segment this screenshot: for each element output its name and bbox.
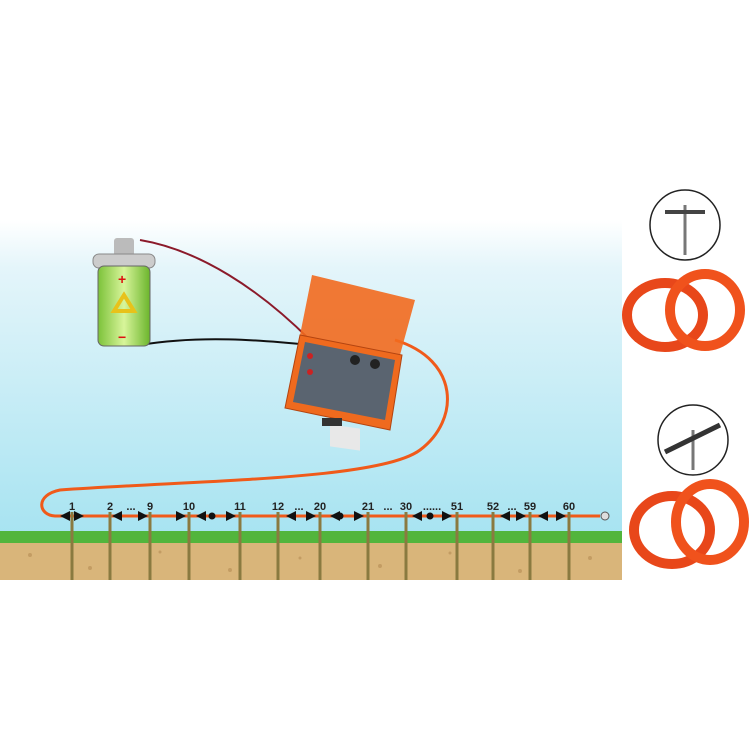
electrode-label: 30 xyxy=(400,501,412,513)
recycle-icon xyxy=(110,291,138,313)
electrode-label: 20 xyxy=(314,501,326,513)
cable-end-terminal xyxy=(600,511,610,521)
electrode-label: 51 xyxy=(451,501,463,513)
electrode-label: 2 xyxy=(107,501,113,513)
soil xyxy=(0,540,622,580)
resistivity-instrument xyxy=(284,275,415,451)
electrode-label: ... xyxy=(126,501,135,513)
electrode-label: 52 xyxy=(487,501,499,513)
electrode-label: 1 xyxy=(69,501,75,513)
electrode-label: 60 xyxy=(563,501,575,513)
black-wire xyxy=(139,338,311,346)
electrode-label: 12 xyxy=(272,501,284,513)
electrode-label: ... xyxy=(507,501,516,513)
battery-negative: − xyxy=(118,329,126,345)
cable-reel-top xyxy=(622,189,745,352)
main-cable xyxy=(40,338,600,518)
electrode-label: ...... xyxy=(423,501,441,513)
electrode-label: 21 xyxy=(362,501,374,513)
electrode-cable-connectors xyxy=(60,511,566,521)
soil-speckles xyxy=(28,550,592,573)
red-wire xyxy=(139,239,311,341)
electrode-label: 59 xyxy=(524,501,536,513)
electrode-stakes xyxy=(70,512,571,580)
battery-positive: + xyxy=(118,271,126,287)
electrode-label: 10 xyxy=(183,501,195,513)
battery: + − xyxy=(92,238,156,347)
electrode-label: 11 xyxy=(234,501,246,513)
electrode-label: ... xyxy=(294,501,303,513)
electrode-label: 9 xyxy=(147,501,153,513)
grass xyxy=(0,531,622,543)
electrode-label: ... xyxy=(383,501,392,513)
cable-reel-bottom xyxy=(629,404,749,569)
